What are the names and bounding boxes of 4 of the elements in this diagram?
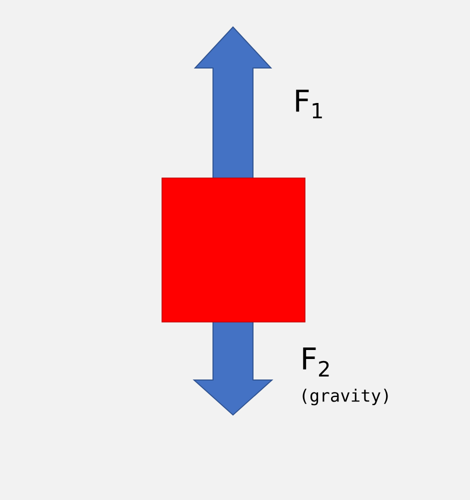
force-label: F$_{2}$	[303, 348, 329, 376]
block	[162, 178, 306, 322]
force-label: F$_{1}$	[296, 90, 322, 118]
force-note: (gravity)	[302, 388, 388, 406]
